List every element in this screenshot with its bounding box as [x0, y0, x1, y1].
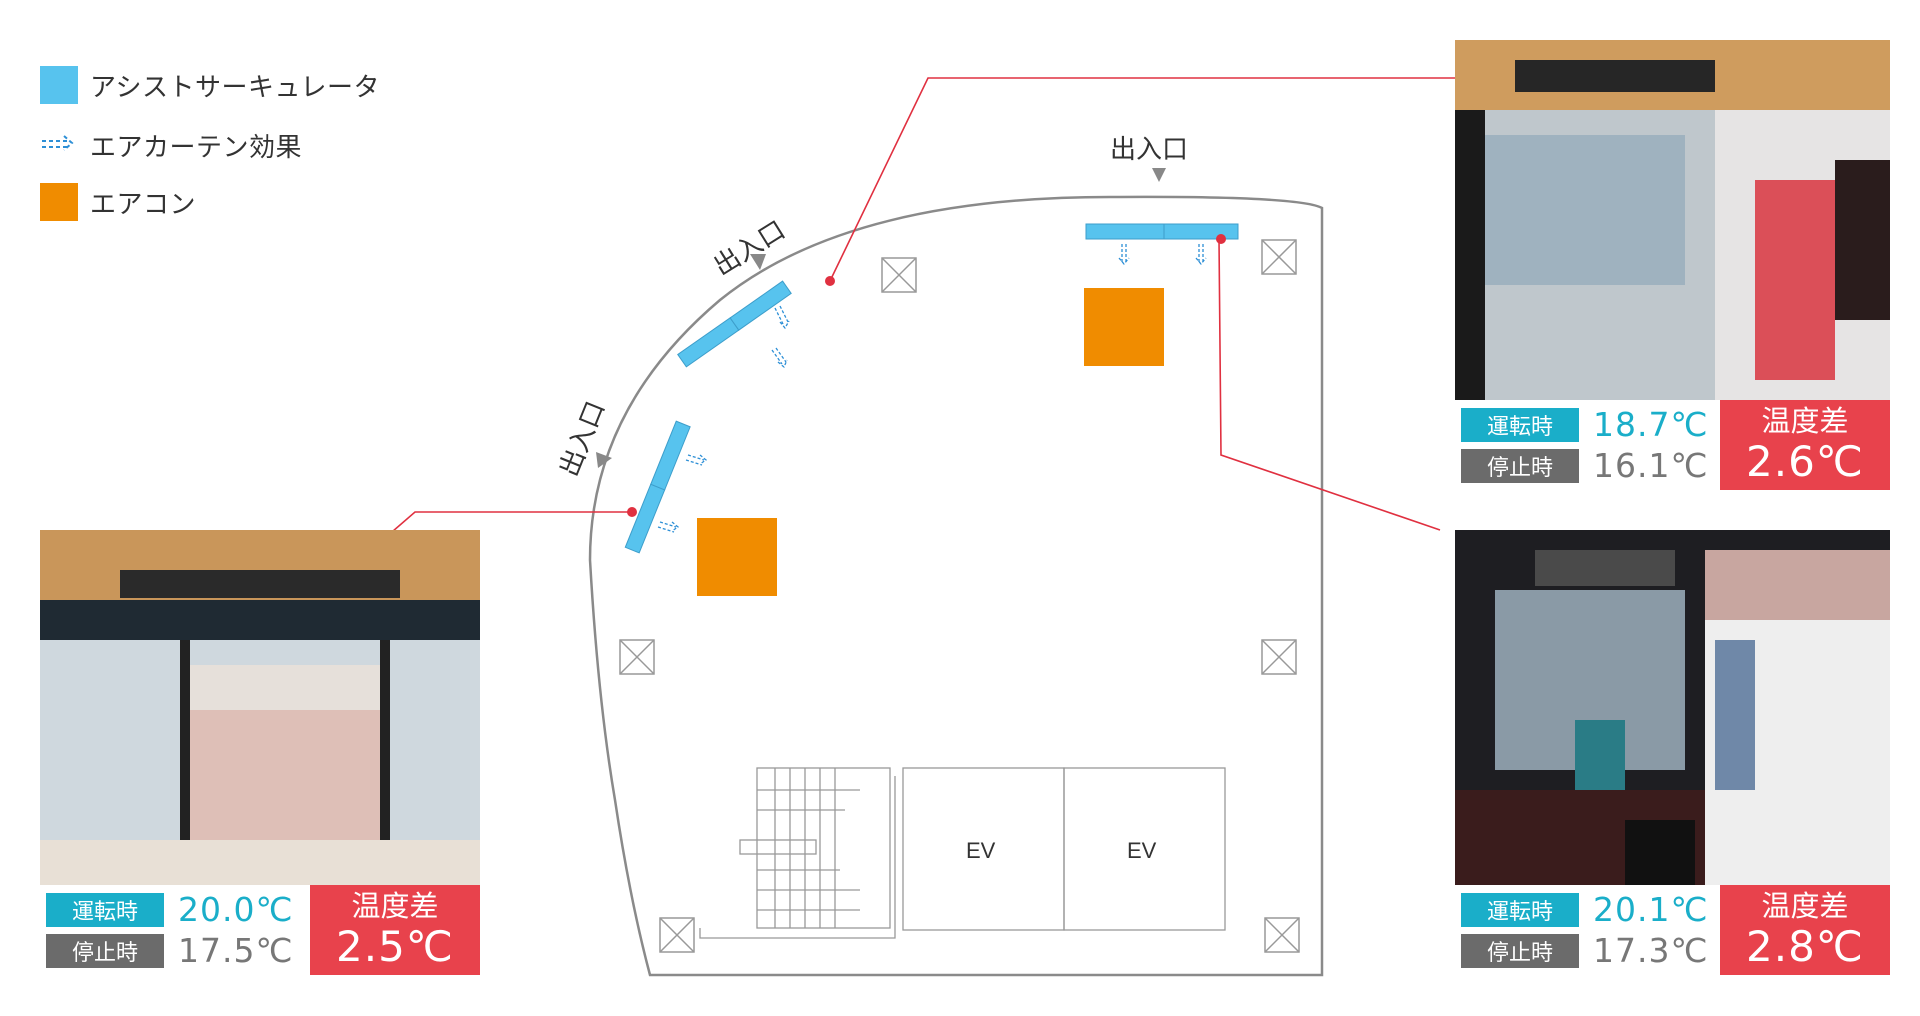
aircon-unit [1084, 288, 1164, 366]
legend-aircon-label: エアコン [90, 189, 197, 220]
leader-dot [825, 276, 835, 286]
readout-top-right: 運転時 18.7℃ 停止時 16.1℃ 温度差 2.6℃ [1455, 400, 1890, 490]
pillar [1261, 639, 1297, 675]
stop-label: 停止時 [46, 933, 164, 968]
legend-air-curtain-label: エアカーテン効果 [90, 132, 303, 163]
run-value: 20.0℃ [178, 890, 294, 929]
diff-label: 温度差 [1761, 404, 1849, 439]
pillar [1264, 917, 1300, 953]
stop-value: 17.3℃ [1593, 931, 1709, 970]
circulator-unit [650, 420, 691, 491]
elevator-label: EV [1127, 838, 1157, 863]
run-value: 18.7℃ [1593, 405, 1709, 444]
air-curtain-arrows [657, 244, 1207, 533]
entrance-marker-icon [1152, 168, 1166, 182]
run-label: 運転時 [46, 892, 164, 927]
diff-value: 2.8℃ [1746, 921, 1864, 971]
leader-lines [354, 77, 1500, 565]
pillar [659, 917, 695, 953]
run-value: 20.1℃ [1593, 890, 1709, 929]
circulator-unit [1163, 223, 1239, 240]
circulator-unit [1085, 223, 1165, 240]
leader-dot [1216, 234, 1226, 244]
legend-circulator: アシストサーキュレータ [40, 66, 380, 104]
stop-value: 17.5℃ [178, 931, 294, 970]
aircon-unit [697, 518, 777, 596]
store-photo-bottom-right [1455, 530, 1890, 885]
elevator-label: EV [966, 838, 996, 863]
circulator-unit [624, 483, 666, 554]
pillar-group [619, 239, 1300, 953]
entrance-marker-icon [750, 254, 766, 270]
pillar [1261, 239, 1297, 275]
air-curtain-arrow-icon [40, 126, 78, 164]
stop-value: 16.1℃ [1593, 446, 1709, 485]
readout-left: 運転時 20.0℃ 停止時 17.5℃ 温度差 2.5℃ [40, 885, 480, 975]
pillar [881, 257, 917, 293]
elevator-box [1063, 767, 1226, 931]
run-label: 運転時 [1461, 892, 1579, 927]
readout-bottom-right: 運転時 20.1℃ 停止時 17.3℃ 温度差 2.8℃ [1455, 885, 1890, 975]
diff-value: 2.5℃ [336, 921, 454, 971]
circulator-swatch [40, 66, 78, 104]
legend-aircon: エアコン [40, 183, 196, 221]
temp-diff-badge: 温度差 2.8℃ [1720, 885, 1890, 975]
run-label: 運転時 [1461, 407, 1579, 442]
store-photo-left [40, 530, 480, 885]
stop-label: 停止時 [1461, 933, 1579, 968]
circulator-unit [729, 280, 792, 331]
aircon-swatch [40, 183, 78, 221]
pillar [619, 639, 655, 675]
floor-outline [588, 195, 1324, 977]
stairs [699, 767, 896, 939]
diff-value: 2.6℃ [1746, 436, 1864, 486]
stop-label: 停止時 [1461, 448, 1579, 483]
circulator-unit [677, 317, 740, 368]
legend-circulator-label: アシストサーキュレータ [90, 72, 380, 103]
entrance-marker-icon [596, 452, 612, 468]
store-photo-top-right [1455, 40, 1890, 400]
leader-dot [627, 507, 637, 517]
temp-diff-badge: 温度差 2.6℃ [1720, 400, 1890, 490]
diff-label: 温度差 [351, 889, 439, 924]
entrance-label-diagonal: 出入口 [709, 215, 791, 282]
entrance-label-top: 出入口 [1110, 135, 1188, 165]
temp-diff-badge: 温度差 2.5℃ [310, 885, 480, 975]
legend-air-curtain: エアカーテン効果 [40, 126, 302, 164]
diff-label: 温度差 [1761, 889, 1849, 924]
